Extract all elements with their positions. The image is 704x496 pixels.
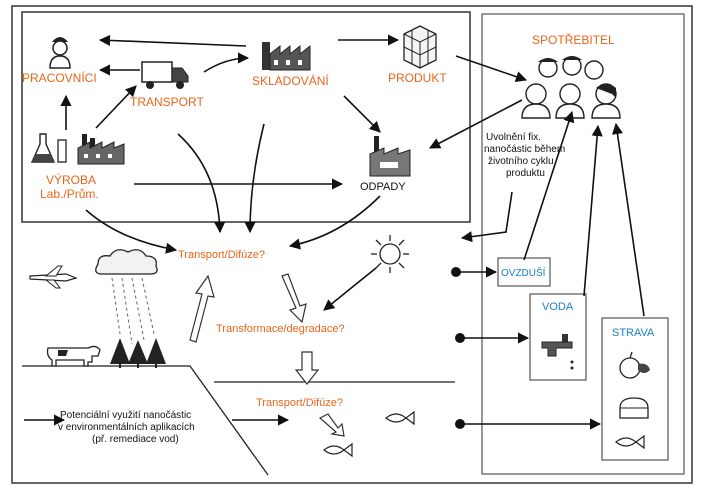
- arrow-sun-to-transformation: [323, 267, 377, 311]
- arrow-start-dots: [451, 267, 465, 429]
- lab-flask-icon: [30, 133, 67, 163]
- arrow-product-to-consumer: [455, 55, 528, 83]
- fish-icon: [385, 410, 415, 426]
- plane-icon: [29, 265, 78, 289]
- label-uvolneni-3: životního cyklu: [488, 156, 554, 167]
- strava-box: [601, 317, 669, 461]
- label-transport-difuze-top: Transport/Difúze?: [178, 249, 265, 261]
- arrow-waste-to-diffusion: [288, 195, 381, 250]
- factory-icon: [77, 134, 125, 165]
- label-strava: STRAVA: [612, 327, 655, 339]
- arrow-production-to-diffusion: [85, 209, 178, 254]
- apple-icon: [619, 351, 650, 379]
- arrow-air-to-consumer: [523, 110, 575, 261]
- arrow-storage-to-workers: [98, 34, 247, 47]
- sun-icon: [371, 235, 409, 273]
- label-produkt: PRODUKT: [388, 71, 447, 85]
- hollow-arrow-down: [294, 351, 320, 385]
- cloud-icon: [95, 249, 158, 345]
- hollow-arrow-down-diagonal: [281, 273, 307, 324]
- label-transformace: Transformace/degradace?: [216, 323, 345, 335]
- flow-arrows: [24, 34, 645, 430]
- hollow-arrow-fish: [318, 413, 345, 437]
- label-vyroba-2: Lab./Prům.: [40, 187, 99, 201]
- label-potencialni-3: (př. remediace vod): [92, 434, 179, 445]
- people-icon: [521, 56, 621, 119]
- label-odpady: ODPADY: [360, 181, 406, 193]
- label-transport: TRANSPORT: [130, 95, 204, 109]
- label-uvolneni-4: produktu: [506, 168, 545, 179]
- cow-icon: [46, 345, 101, 367]
- arrow-production-to-transport: [95, 85, 137, 129]
- label-uvolneni-1: Uvolnění fix.: [486, 132, 541, 143]
- arrow-water-to-consumer: [583, 124, 603, 297]
- label-vyroba-1: VÝROBA: [46, 172, 96, 187]
- bread-icon: [619, 397, 649, 419]
- warehouse-icon: [262, 42, 311, 71]
- truck-icon: [141, 61, 189, 89]
- trees-icon: [110, 338, 166, 368]
- hollow-arrow-up: [189, 274, 215, 343]
- boxes-icon: [403, 25, 437, 69]
- label-pracovnici: PRACOVNÍCI: [22, 70, 97, 85]
- voda-box: [529, 293, 587, 381]
- outer-frame: [11, 5, 693, 484]
- arrow-storage-to-waste: [343, 95, 381, 133]
- worker-icon: [49, 37, 71, 69]
- label-ovzdusi: OVZDUŠÍ: [501, 266, 546, 279]
- arrow-transport-to-storage: [203, 52, 250, 73]
- fish-icon: [323, 442, 353, 458]
- label-voda: VODA: [542, 301, 574, 313]
- label-potencialni-1: Potenciální využití nanočástic: [60, 410, 191, 421]
- arrow-release-to-environment: [460, 191, 513, 243]
- fish-icon: [615, 434, 645, 450]
- ground-line: [22, 365, 269, 476]
- arrow-food-to-consumer: [611, 122, 645, 317]
- label-transport-difuze-bottom: Transport/Difúze?: [256, 397, 343, 409]
- label-uvolneni-2: nanočástic během: [484, 144, 565, 155]
- arrow-transport-to-diffusion: [177, 133, 226, 234]
- label-skladovani: SKLADOVÁNÍ: [252, 73, 329, 88]
- hollow-arrows: [189, 273, 345, 437]
- waste-plant-icon: [369, 136, 411, 177]
- faucet-icon: [541, 334, 574, 370]
- ovzdusi-box: [497, 257, 551, 287]
- label-spotrebitel: SPOTŘEBITEL: [532, 32, 615, 47]
- label-potencialni-2: v environmentálních aplikacích: [58, 422, 195, 433]
- arrow-storage-to-diffusion: [244, 123, 265, 234]
- consumer-frame: [481, 13, 685, 475]
- arrow-consumer-to-waste: [429, 99, 523, 149]
